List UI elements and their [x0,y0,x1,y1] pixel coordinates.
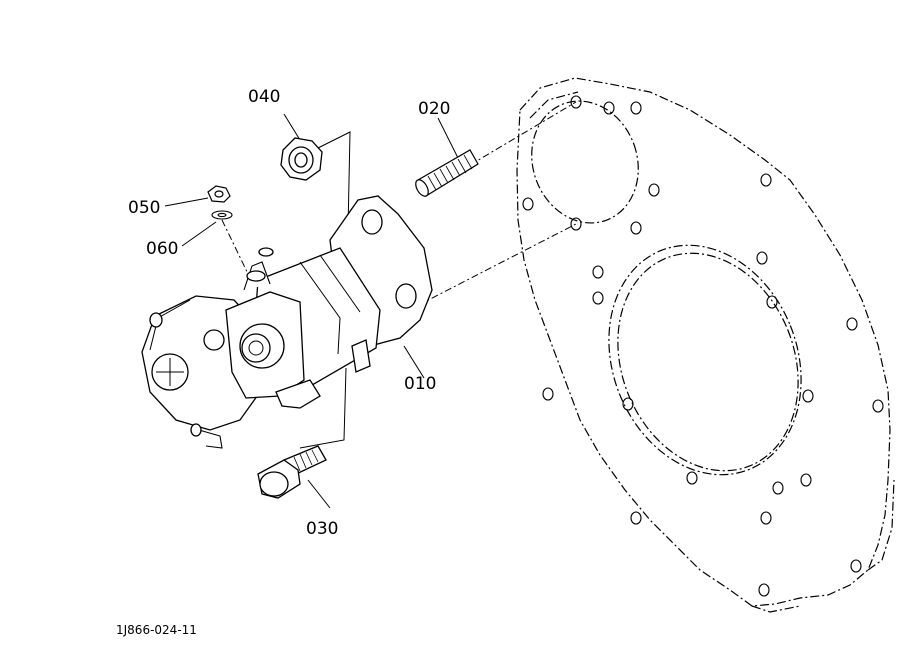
stud-020 [415,149,479,197]
starter-bore [531,100,639,224]
reference-code: 1J866-024-11 [116,623,197,637]
label-030: 030 [306,519,338,539]
label-010: 010 [404,374,436,394]
label-050: 050 [128,198,160,218]
flywheel-housing-plate [516,77,895,613]
housing-outline [516,77,891,607]
nut-050 [207,185,231,203]
flywheel-bore-inner [617,252,799,472]
bolt-030 [257,445,327,499]
housing-edge [529,91,895,613]
label-040: 040 [248,87,280,107]
starter-motor-010 [141,195,433,449]
label-060: 060 [146,239,178,259]
washer-060 [211,210,233,220]
flange-nut-040 [280,137,323,181]
label-020: 020 [418,99,450,119]
flywheel-bore [608,244,802,476]
leader-lines [164,101,577,509]
bolt-holes [522,95,884,597]
